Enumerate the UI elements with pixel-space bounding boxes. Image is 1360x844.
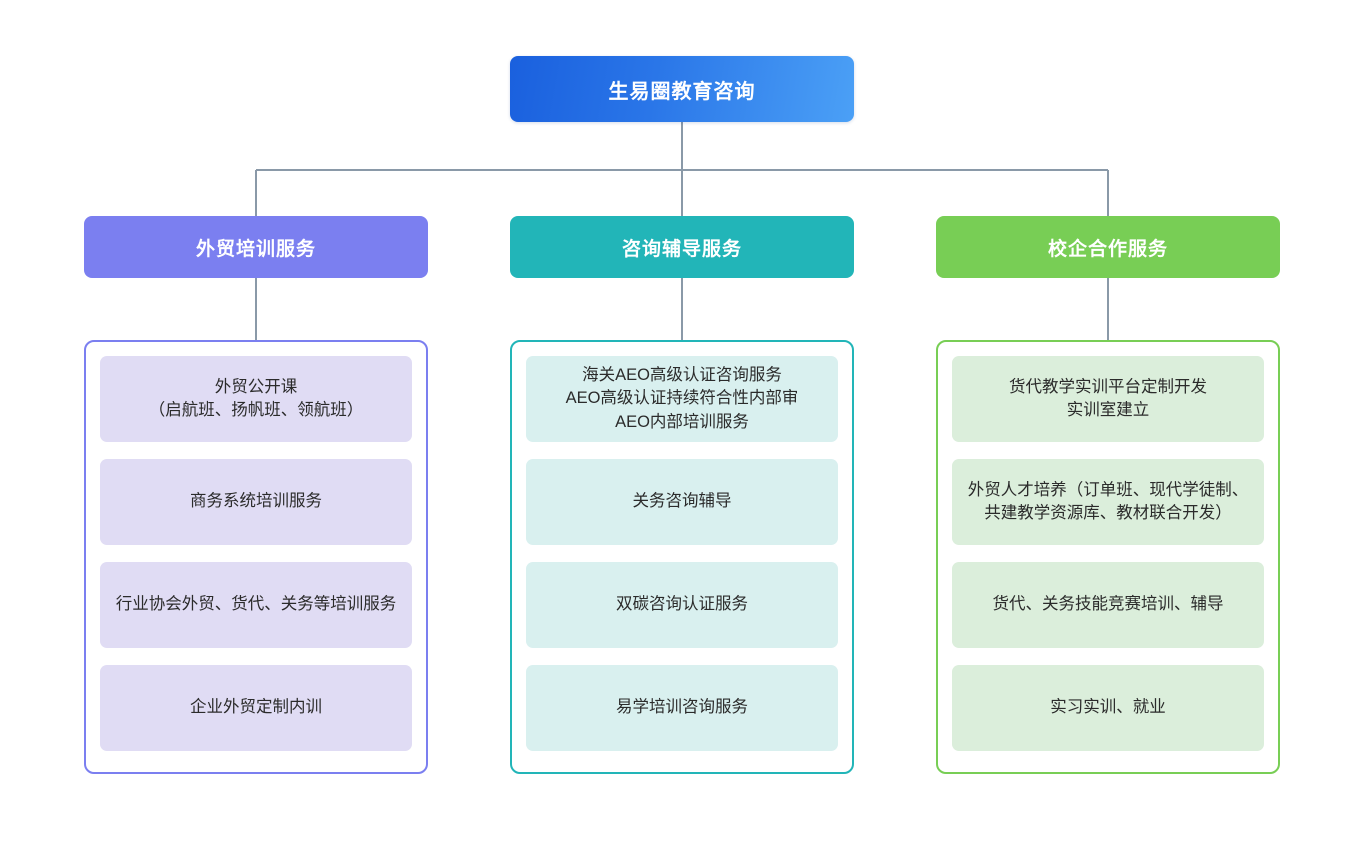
item-container-zixun-fudao: 海关AEO高级认证咨询服务 AEO高级认证持续符合性内部审 AEO内部培训服务 …: [510, 340, 854, 774]
category-header-xiaoqi-hezuo[interactable]: 校企合作服务: [936, 216, 1280, 278]
category-header-label: 咨询辅导服务: [621, 238, 742, 260]
item-card[interactable]: 易学培训咨询服务: [526, 665, 838, 751]
category-header-zixun-fudao[interactable]: 咨询辅导服务: [510, 216, 854, 278]
item-card-text: 关务咨询辅导: [632, 492, 732, 511]
branch-column-zixun-fudao: 咨询辅导服务 海关AEO高级认证咨询服务 AEO高级认证持续符合性内部审 AEO…: [510, 216, 854, 774]
item-card[interactable]: 行业协会外贸、货代、关务等培训服务: [100, 562, 412, 648]
category-header-label: 外贸培训服务: [195, 238, 316, 260]
item-card-text: 外贸人才培养（订单班、现代学徒制、共建教学资源库、教材联合开发）: [967, 480, 1249, 522]
item-card[interactable]: 关务咨询辅导: [526, 459, 838, 545]
item-card-text: 海关AEO高级认证咨询服务 AEO高级认证持续符合性内部审 AEO内部培训服务: [565, 365, 799, 431]
item-card-text: 企业外贸定制内训: [190, 698, 322, 717]
item-card[interactable]: 货代、关务技能竞赛培训、辅导: [952, 562, 1264, 648]
item-card[interactable]: 商务系统培训服务: [100, 459, 412, 545]
item-card[interactable]: 双碳咨询认证服务: [526, 562, 838, 648]
item-card[interactable]: 货代教学实训平台定制开发 实训室建立: [952, 356, 1264, 442]
item-card-text: 易学培训咨询服务: [616, 698, 748, 717]
branch-column-xiaoqi-hezuo: 校企合作服务 货代教学实训平台定制开发 实训室建立 外贸人才培养（订单班、现代学…: [936, 216, 1280, 774]
item-card[interactable]: 企业外贸定制内训: [100, 665, 412, 751]
item-card-text: 商务系统培训服务: [190, 492, 322, 511]
root-node-label: 生易圈教育咨询: [608, 80, 756, 103]
item-card-text: 行业协会外贸、货代、关务等培训服务: [115, 595, 397, 614]
root-node[interactable]: 生易圈教育咨询: [510, 56, 854, 122]
item-card-text: 货代、关务技能竞赛培训、辅导: [992, 595, 1224, 614]
item-card-text: 外贸公开课 （启航班、扬帆班、领航班）: [148, 377, 364, 419]
item-card-text: 货代教学实训平台定制开发 实训室建立: [1009, 377, 1207, 419]
item-card[interactable]: 外贸公开课 （启航班、扬帆班、领航班）: [100, 356, 412, 442]
item-card[interactable]: 外贸人才培养（订单班、现代学徒制、共建教学资源库、教材联合开发）: [952, 459, 1264, 545]
category-header-waimao-peixun[interactable]: 外贸培训服务: [84, 216, 428, 278]
item-container-xiaoqi-hezuo: 货代教学实训平台定制开发 实训室建立 外贸人才培养（订单班、现代学徒制、共建教学…: [936, 340, 1280, 774]
item-card-text: 双碳咨询认证服务: [616, 595, 748, 614]
item-container-waimao-peixun: 外贸公开课 （启航班、扬帆班、领航班） 商务系统培训服务 行业协会外贸、货代、关…: [84, 340, 428, 774]
category-header-label: 校企合作服务: [1047, 238, 1168, 260]
branch-column-waimao-peixun: 外贸培训服务 外贸公开课 （启航班、扬帆班、领航班） 商务系统培训服务 行业协会…: [84, 216, 428, 774]
item-card[interactable]: 海关AEO高级认证咨询服务 AEO高级认证持续符合性内部审 AEO内部培训服务: [526, 356, 838, 442]
item-card-text: 实习实训、就业: [1050, 698, 1166, 717]
item-card[interactable]: 实习实训、就业: [952, 665, 1264, 751]
